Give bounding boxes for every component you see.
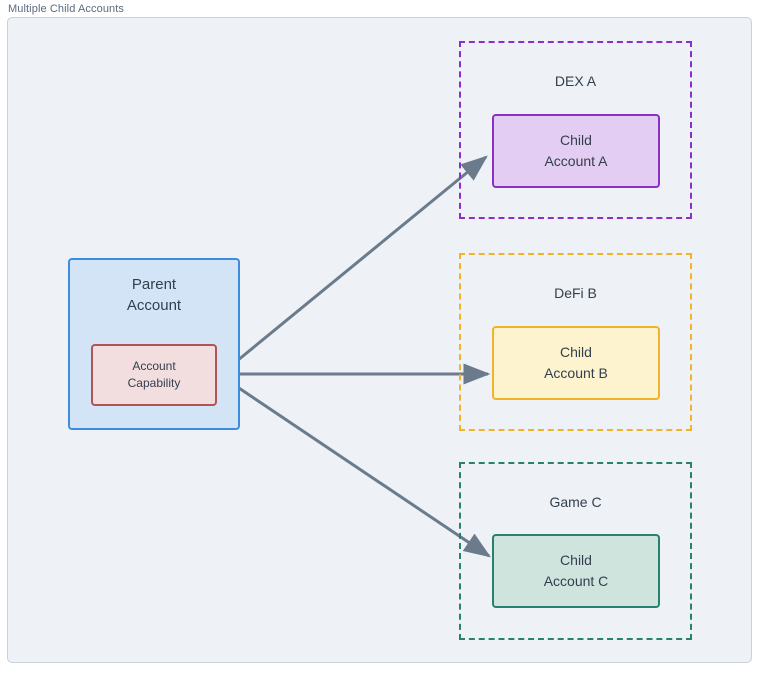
group-game-c: Game C <box>459 462 692 640</box>
node-child-account-c[interactable]: Child Account C <box>492 534 660 608</box>
node-child-account-a-label: Child Account A <box>544 132 608 169</box>
node-child-account-a[interactable]: Child Account A <box>492 114 660 188</box>
group-game-c-label: Game C <box>549 494 602 510</box>
diagram-title: Multiple Child Accounts <box>8 3 125 15</box>
node-account-capability-label: Account Capability <box>127 358 181 390</box>
node-child-account-b-label: Child Account B <box>544 344 608 381</box>
node-child-account-c-label: Child Account C <box>543 552 609 589</box>
node-child-account-b[interactable]: Child Account B <box>492 326 660 400</box>
group-dex-a: DEX A <box>459 41 692 219</box>
group-defi-b: DeFi B <box>459 253 692 431</box>
group-dex-a-label: DEX A <box>554 73 597 89</box>
node-account-capability[interactable]: Account Capability <box>91 344 217 406</box>
group-defi-b-label: DeFi B <box>554 285 597 301</box>
node-parent-account-label: Parent Account <box>126 276 182 315</box>
